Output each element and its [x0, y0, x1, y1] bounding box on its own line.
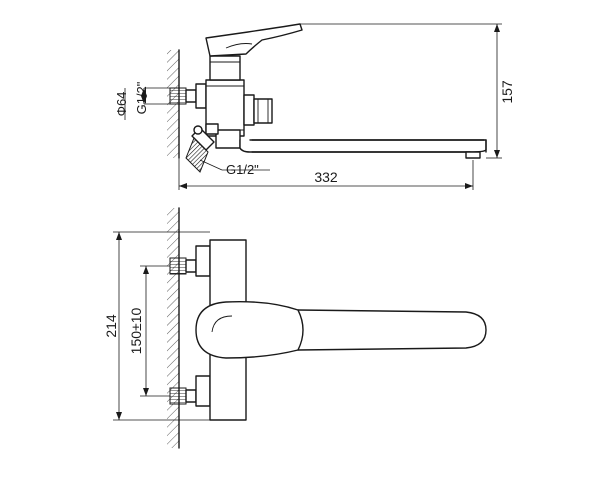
- spout-side: [239, 139, 487, 159]
- dimension-length-332: 332: [178, 158, 474, 190]
- handle-front: [195, 301, 487, 359]
- label-332: 332: [314, 169, 338, 185]
- inlet-pipe-side: [169, 83, 207, 109]
- shower-outlet-side: [185, 125, 215, 173]
- side-view: 157 332 Φ64 G1/2" G1/2": [114, 23, 515, 190]
- label-214: 214: [103, 314, 119, 338]
- label-phi64: Φ64: [114, 92, 129, 117]
- dimension-flange-diameter: Φ64 G1/2": [114, 81, 170, 120]
- dimension-inlet-spacing: 150±10: [128, 265, 170, 397]
- label-150: 150±10: [128, 307, 144, 354]
- inlet-upper-front: [169, 245, 211, 277]
- callout-shower-thread: G1/2": [199, 159, 270, 177]
- valve-body-side: [205, 55, 273, 149]
- label-inlet-thread: G1/2": [134, 81, 149, 114]
- wall-front: [167, 207, 180, 449]
- inlet-lower-front: [169, 375, 211, 407]
- front-view: 214 150±10: [103, 207, 487, 449]
- dimension-height-157: 157: [300, 23, 515, 159]
- lever-handle-side: [205, 23, 303, 57]
- label-157: 157: [499, 80, 515, 104]
- label-shower-thread: G1/2": [226, 162, 259, 177]
- dimension-body-height-214: 214: [103, 231, 210, 421]
